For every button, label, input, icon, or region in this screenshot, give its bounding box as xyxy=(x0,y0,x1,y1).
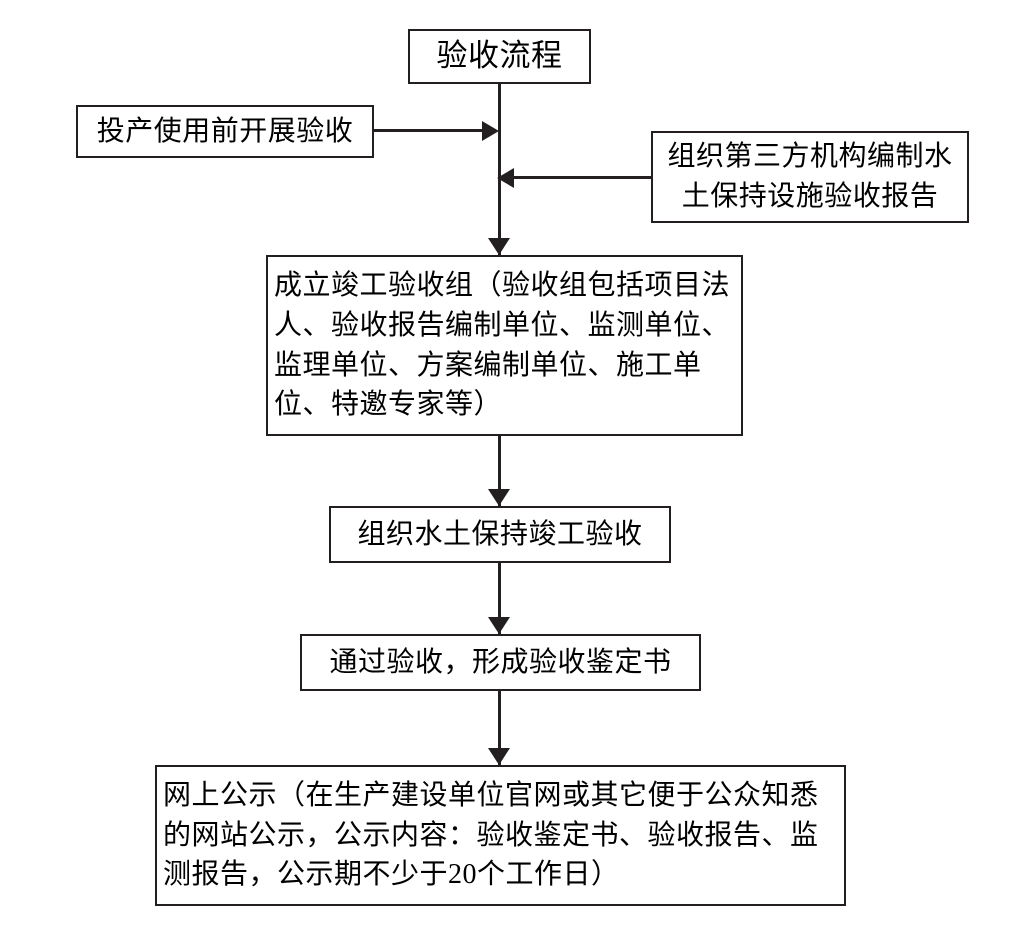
node-form-acceptance-group-label: 成立竣工验收组（验收组包括项目法人、验收报告编制单位、监测单位、监理单位、方案编… xyxy=(274,270,731,421)
node-title-label: 验收流程 xyxy=(436,38,563,74)
node-online-publicity[interactable]: 网上公示（在生产建设单位官网或其它便于公众知悉的网站公示，公示内容：验收鉴定书、… xyxy=(155,765,846,906)
connector-pre-acceptance-to-trunk xyxy=(374,129,484,132)
arrowhead-from-pre-acceptance xyxy=(482,121,499,141)
node-organize-acceptance-label: 组织水土保持竣工验收 xyxy=(357,518,643,550)
connector-certificate-to-publicity xyxy=(498,691,501,765)
node-acceptance-certificate[interactable]: 通过验收，形成验收鉴定书 xyxy=(300,634,701,691)
node-title-acceptance-process[interactable]: 验收流程 xyxy=(408,29,591,84)
node-online-publicity-label: 网上公示（在生产建设单位官网或其它便于公众知悉的网站公示，公示内容：验收鉴定书、… xyxy=(163,779,819,891)
node-third-party-report-label: 组织第三方机构编制水土保持设施验收报告 xyxy=(667,141,953,212)
node-acceptance-certificate-label: 通过验收，形成验收鉴定书 xyxy=(329,646,672,678)
arrowhead-into-organize-acceptance xyxy=(488,489,510,506)
connector-organize-to-certificate xyxy=(498,563,501,634)
node-third-party-report[interactable]: 组织第三方机构编制水土保持设施验收报告 xyxy=(651,131,969,223)
arrowhead-into-form-group xyxy=(488,238,510,255)
node-organize-acceptance[interactable]: 组织水土保持竣工验收 xyxy=(329,506,671,563)
arrowhead-into-online-publicity xyxy=(488,748,510,765)
arrowhead-from-third-party-report xyxy=(497,168,514,188)
connector-group-to-organize xyxy=(498,436,501,506)
node-pre-acceptance[interactable]: 投产使用前开展验收 xyxy=(76,105,374,158)
node-pre-acceptance-label: 投产使用前开展验收 xyxy=(96,115,354,147)
connector-third-party-to-trunk xyxy=(514,176,651,179)
node-form-acceptance-group[interactable]: 成立竣工验收组（验收组包括项目法人、验收报告编制单位、监测单位、监理单位、方案编… xyxy=(266,255,743,436)
arrowhead-into-acceptance-certificate xyxy=(488,617,510,634)
